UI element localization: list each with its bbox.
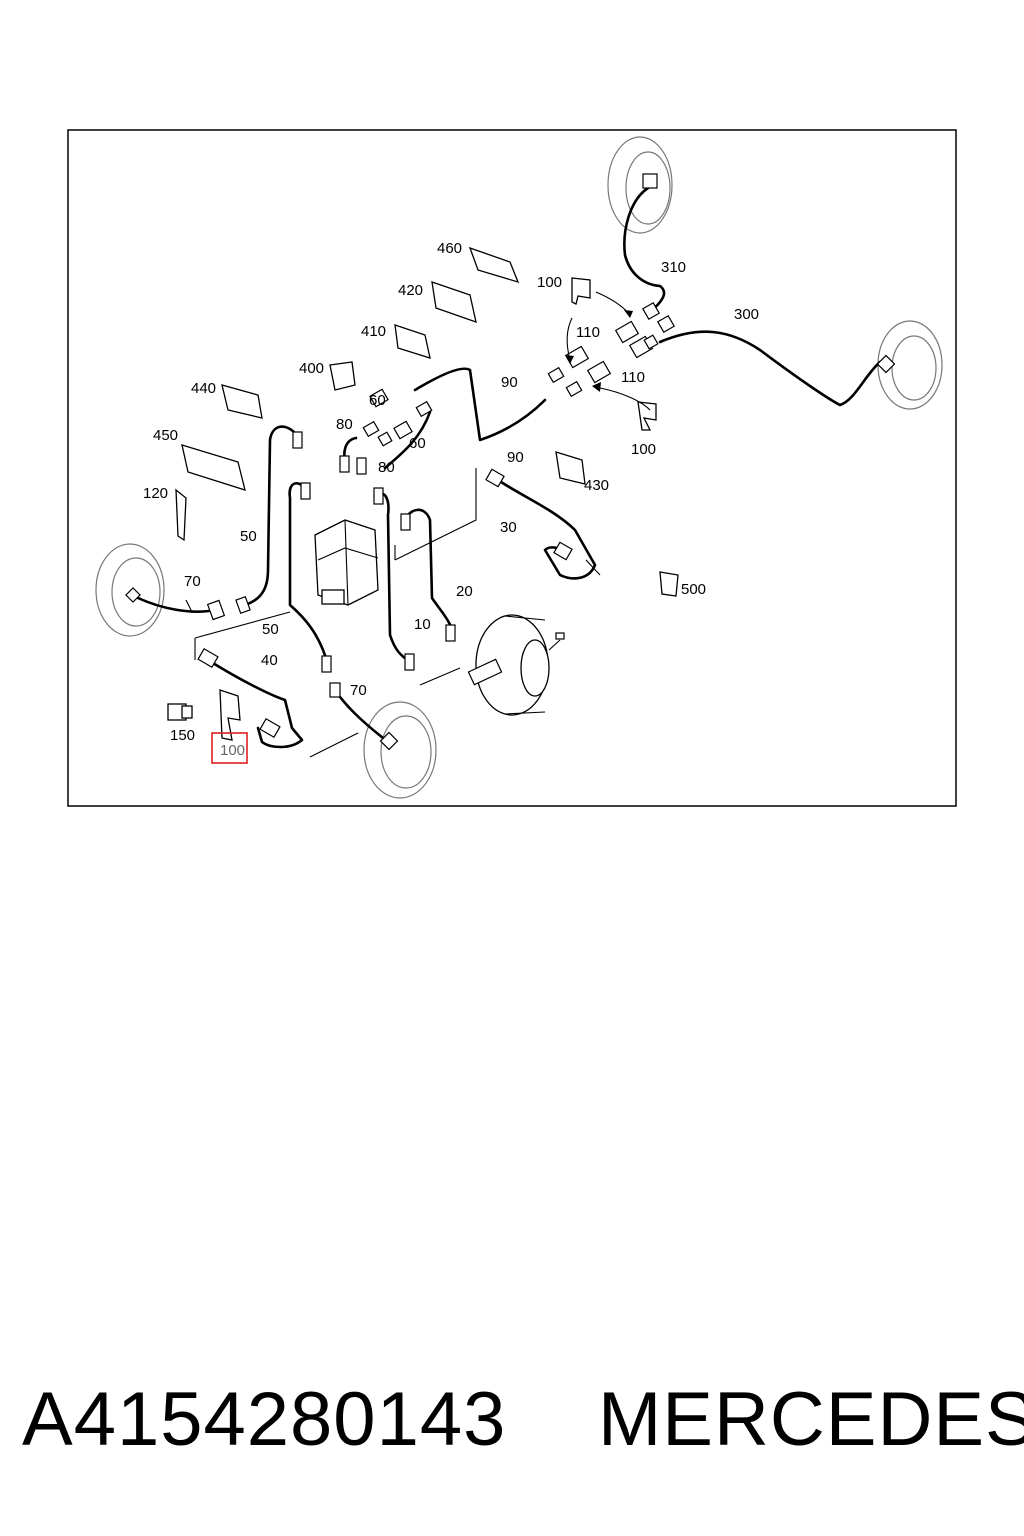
caption-bar: A4154280143 MERCEDES [0,1360,1024,1480]
callout-300: 300 [734,306,759,323]
callout-410: 410 [361,323,386,340]
callout-70-left: 70 [184,573,201,590]
callout-10: 10 [414,616,431,633]
leader-lines [185,468,601,758]
callout-50-upper: 50 [240,528,257,545]
part-number: A4154280143 [22,1377,507,1462]
callout-100-highlighted: 100 [220,742,245,759]
callout-100-right: 100 [631,441,656,458]
brackets [167,277,657,741]
pipe-clips [181,246,679,597]
callout-80-upper: 80 [336,416,353,433]
callout-120: 120 [143,485,168,502]
callout-100-top: 100 [537,274,562,291]
callout-80-lower: 80 [378,459,395,476]
highlight-box [211,732,248,764]
callout-460: 460 [437,240,462,257]
callout-20: 20 [456,583,473,600]
pipe-fittings [125,173,896,751]
callout-310: 310 [661,259,686,276]
wheel-front-right [877,320,943,410]
callout-90-lower: 90 [507,449,524,466]
callout-110-lower: 110 [621,369,645,386]
brake-booster [467,614,565,716]
wheel-front-left [363,701,437,799]
abs-hydraulic-unit [314,519,379,606]
brand-name: MERCEDES [598,1377,1024,1462]
callout-440: 440 [191,380,216,397]
assembly-arrows [565,291,651,411]
callout-500: 500 [681,581,706,598]
callout-420: 420 [398,282,423,299]
callout-110-upper: 110 [576,324,600,341]
callout-60-lower: 60 [409,435,426,452]
callout-430: 430 [584,477,609,494]
wheel-rear-right [607,136,673,234]
callout-70-front: 70 [350,682,367,699]
callout-400: 400 [299,360,324,377]
callout-60-upper: 60 [369,392,386,409]
wheel-rear-left [95,543,165,637]
brake-pipes [136,186,882,749]
callout-90-upper: 90 [501,374,518,391]
callout-40: 40 [261,652,278,669]
callout-30: 30 [500,519,517,536]
callout-150: 150 [170,727,195,744]
callout-50-lower: 50 [262,621,279,638]
brake-line-diagram: 460 420 410 400 440 450 120 100 310 300 … [67,129,957,807]
callout-450: 450 [153,427,178,444]
